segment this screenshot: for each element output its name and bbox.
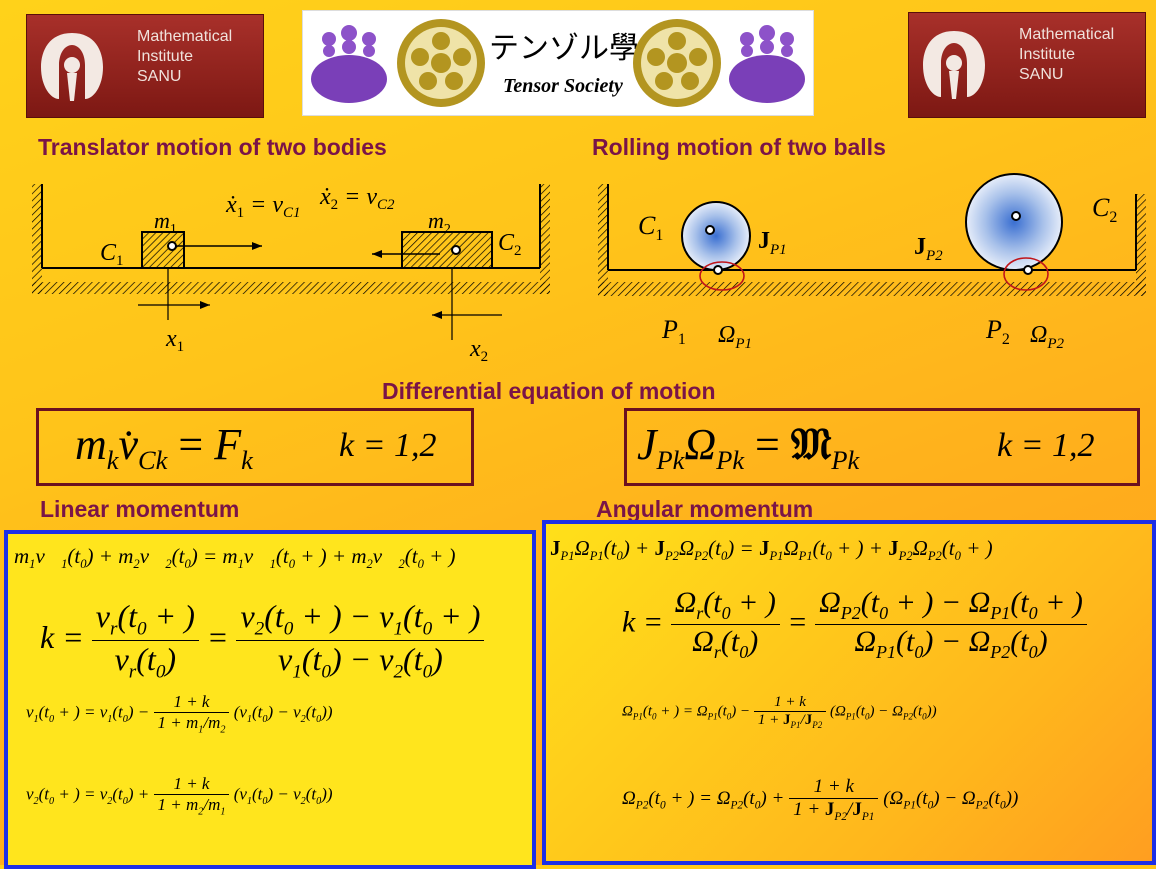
label-m1: m1 [154,208,177,237]
eq-box-linear: mkv̇Ck = Fk k = 1,2 [36,408,474,486]
paulownia-crest-icon [729,25,805,103]
label-omega-p1: ΩP1 [718,322,752,352]
label-ball-c2: C2 [1092,193,1117,226]
label-x2: x2 [469,336,488,365]
institute-logo-icon [923,31,985,99]
heading-rolling: Rolling motion of two balls [592,134,886,160]
label-c1: C1 [100,240,124,269]
label-p2: P2 [985,315,1010,348]
label-c2: C2 [498,230,522,259]
paulownia-crest-icon [311,25,387,103]
label-m2: m2 [428,208,451,237]
label-ball-c1: C1 [638,211,663,244]
heading-angular: Angular momentum [596,496,814,522]
angular-momentum-panel: JP1ΩP1(t0) + JP2ΩP2(t0) = JP1ΩP1(t0 + ) … [542,520,1156,865]
logo-right-line2: Institute [1019,46,1076,63]
tensor-society-banner: テンゾル學会 Tensor Society [302,10,814,116]
label-x1dot: ẋ1 = vC1 [225,192,301,221]
logo-right-line1: Mathematical [1019,26,1115,43]
label-x2dot: ẋ2 = vC2 [319,184,395,213]
ball-2 [965,173,1063,271]
banner-title-en: Tensor Society [503,75,623,97]
eq-box-angular: JPkΩPk = 𝔐Pk k = 1,2 [624,408,1140,486]
rolling-balls-diagram: C1 C2 JP1 JP2 P1 P2 ΩP1 ΩP2 [598,173,1146,352]
institute-logo-icon [41,33,103,101]
label-p1: P1 [661,315,686,348]
body-1-block [141,231,185,269]
ball-1 [681,201,751,271]
logo-left-line3: SANU [137,68,182,85]
linear-momentum-panel: m1v⃗1(t0) + m2v⃗2(t0) = m1v⃗1(t0 + ) + m… [4,530,536,869]
translator-diagram: m1 m2 C1 C2 x1 x2 ẋ1 = vC1 ẋ2 = vC2 [32,184,550,365]
heading-linear: Linear momentum [40,496,240,522]
logo-right-line3: SANU [1019,66,1064,83]
label-x1: x1 [165,326,184,355]
heading-translator: Translator motion of two bodies [38,134,387,160]
eq-k-range-left: k = 1,2 [339,427,437,464]
logo-left-line1: Mathematical [137,28,233,45]
crest-circle-icon [633,19,721,107]
body-2-block [401,231,493,269]
label-jp2: JP2 [914,234,943,264]
label-omega-p2: ΩP2 [1030,322,1065,352]
heading-diff-eq: Differential equation of motion [382,378,716,404]
crest-circle-icon [397,19,485,107]
logo-left: Mathematical Institute SANU [26,14,264,118]
logo-left-line2: Institute [137,48,194,65]
label-jp1: JP1 [758,228,787,258]
eq-k-range-right: k = 1,2 [997,427,1095,464]
logo-right: Mathematical Institute SANU [908,12,1146,118]
